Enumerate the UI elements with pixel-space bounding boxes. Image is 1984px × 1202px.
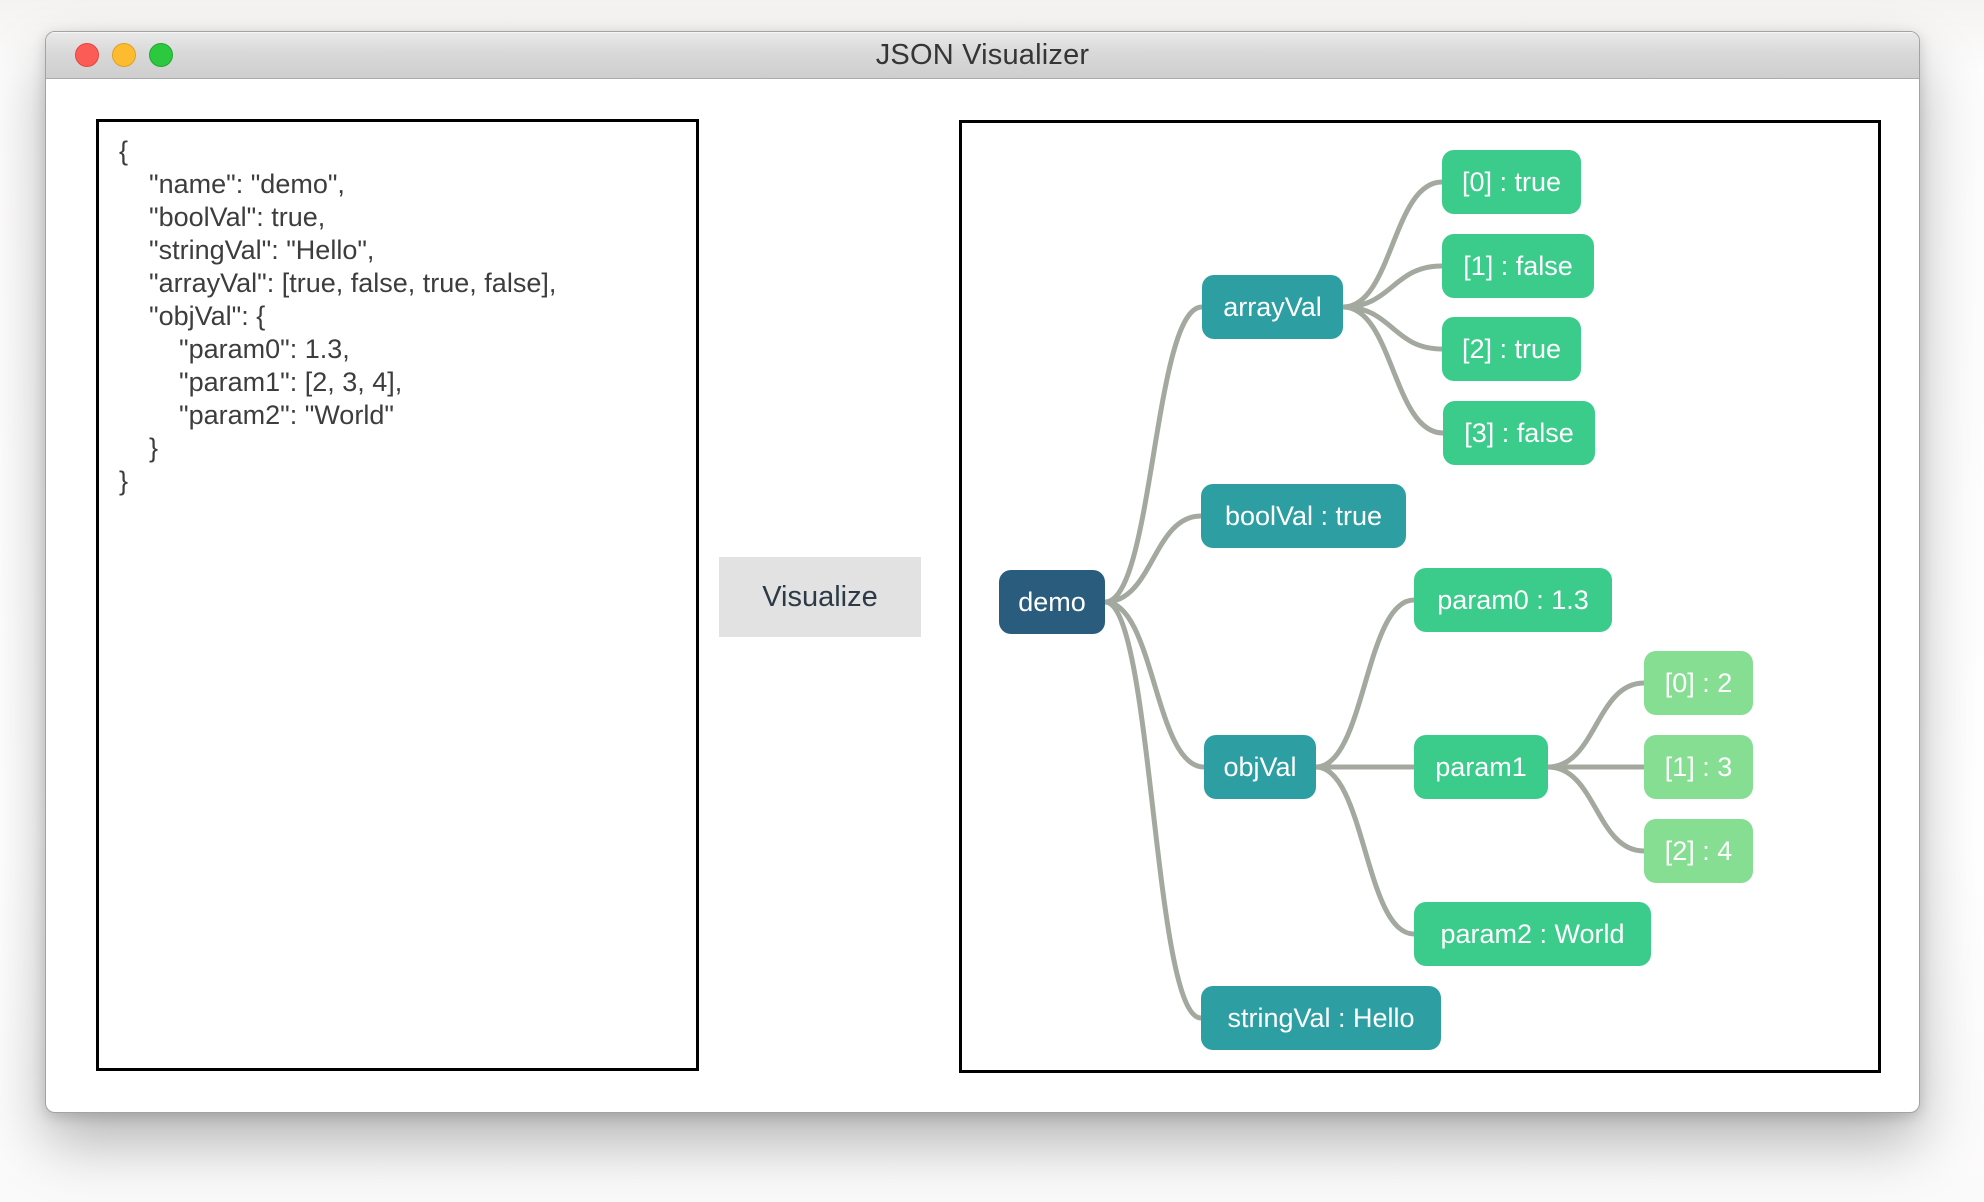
traffic-lights	[75, 43, 173, 67]
tree-link	[1102, 599, 1207, 770]
visualize-button[interactable]: Visualize	[719, 557, 921, 637]
json-input-area[interactable]: { "name": "demo", "boolVal": true, "stri…	[96, 119, 699, 1071]
tree-link	[1102, 599, 1204, 1021]
tree-panel: demo arrayVal [0] : true [1] : false [2] : t…	[959, 120, 1881, 1073]
tree-node-p1_1[interactable]: [1] : 3	[1644, 735, 1753, 799]
tree-node-param1[interactable]: param1	[1414, 735, 1548, 799]
tree-node-arrayVal[interactable]: arrayVal	[1202, 275, 1343, 339]
tree-link	[1340, 263, 1445, 310]
minimize-button[interactable]	[112, 43, 136, 67]
tree-node-param2[interactable]: param2 : World	[1414, 902, 1651, 966]
json-source-text: { "name": "demo", "boolVal": true, "stri…	[119, 136, 557, 496]
tree-node-p1_2[interactable]: [2] : 4	[1644, 819, 1753, 883]
tree-node-arr2[interactable]: [2] : true	[1442, 317, 1581, 381]
tree-node-p1_0[interactable]: [0] : 2	[1644, 651, 1753, 715]
tree-link	[1545, 764, 1647, 854]
tree-node-boolVal[interactable]: boolVal : true	[1201, 484, 1406, 548]
tree-node-objVal[interactable]: objVal	[1204, 735, 1316, 799]
tree-node-arr3[interactable]: [3] : false	[1443, 401, 1595, 465]
tree-node-stringVal[interactable]: stringVal : Hello	[1201, 986, 1441, 1050]
window-titlebar[interactable]: JSON Visualizer	[46, 32, 1919, 79]
app-window: JSON Visualizer { "name": "demo", "boolV…	[45, 31, 1920, 1113]
close-button[interactable]	[75, 43, 99, 67]
tree-node-demo[interactable]: demo	[999, 570, 1105, 634]
tree-link	[1340, 179, 1445, 310]
tree-node-arr1[interactable]: [1] : false	[1442, 234, 1594, 298]
tree-link	[1313, 597, 1417, 770]
tree-node-param0[interactable]: param0 : 1.3	[1414, 568, 1612, 632]
tree-link	[1313, 764, 1417, 937]
tree-link	[1102, 304, 1205, 605]
tree-link	[1102, 513, 1204, 605]
zoom-button[interactable]	[149, 43, 173, 67]
tree-links	[1102, 179, 1647, 1021]
tree-link	[1340, 304, 1446, 436]
tree-link	[1545, 680, 1647, 770]
tree-node-arr0[interactable]: [0] : true	[1442, 150, 1581, 214]
window-title: JSON Visualizer	[875, 39, 1090, 71]
